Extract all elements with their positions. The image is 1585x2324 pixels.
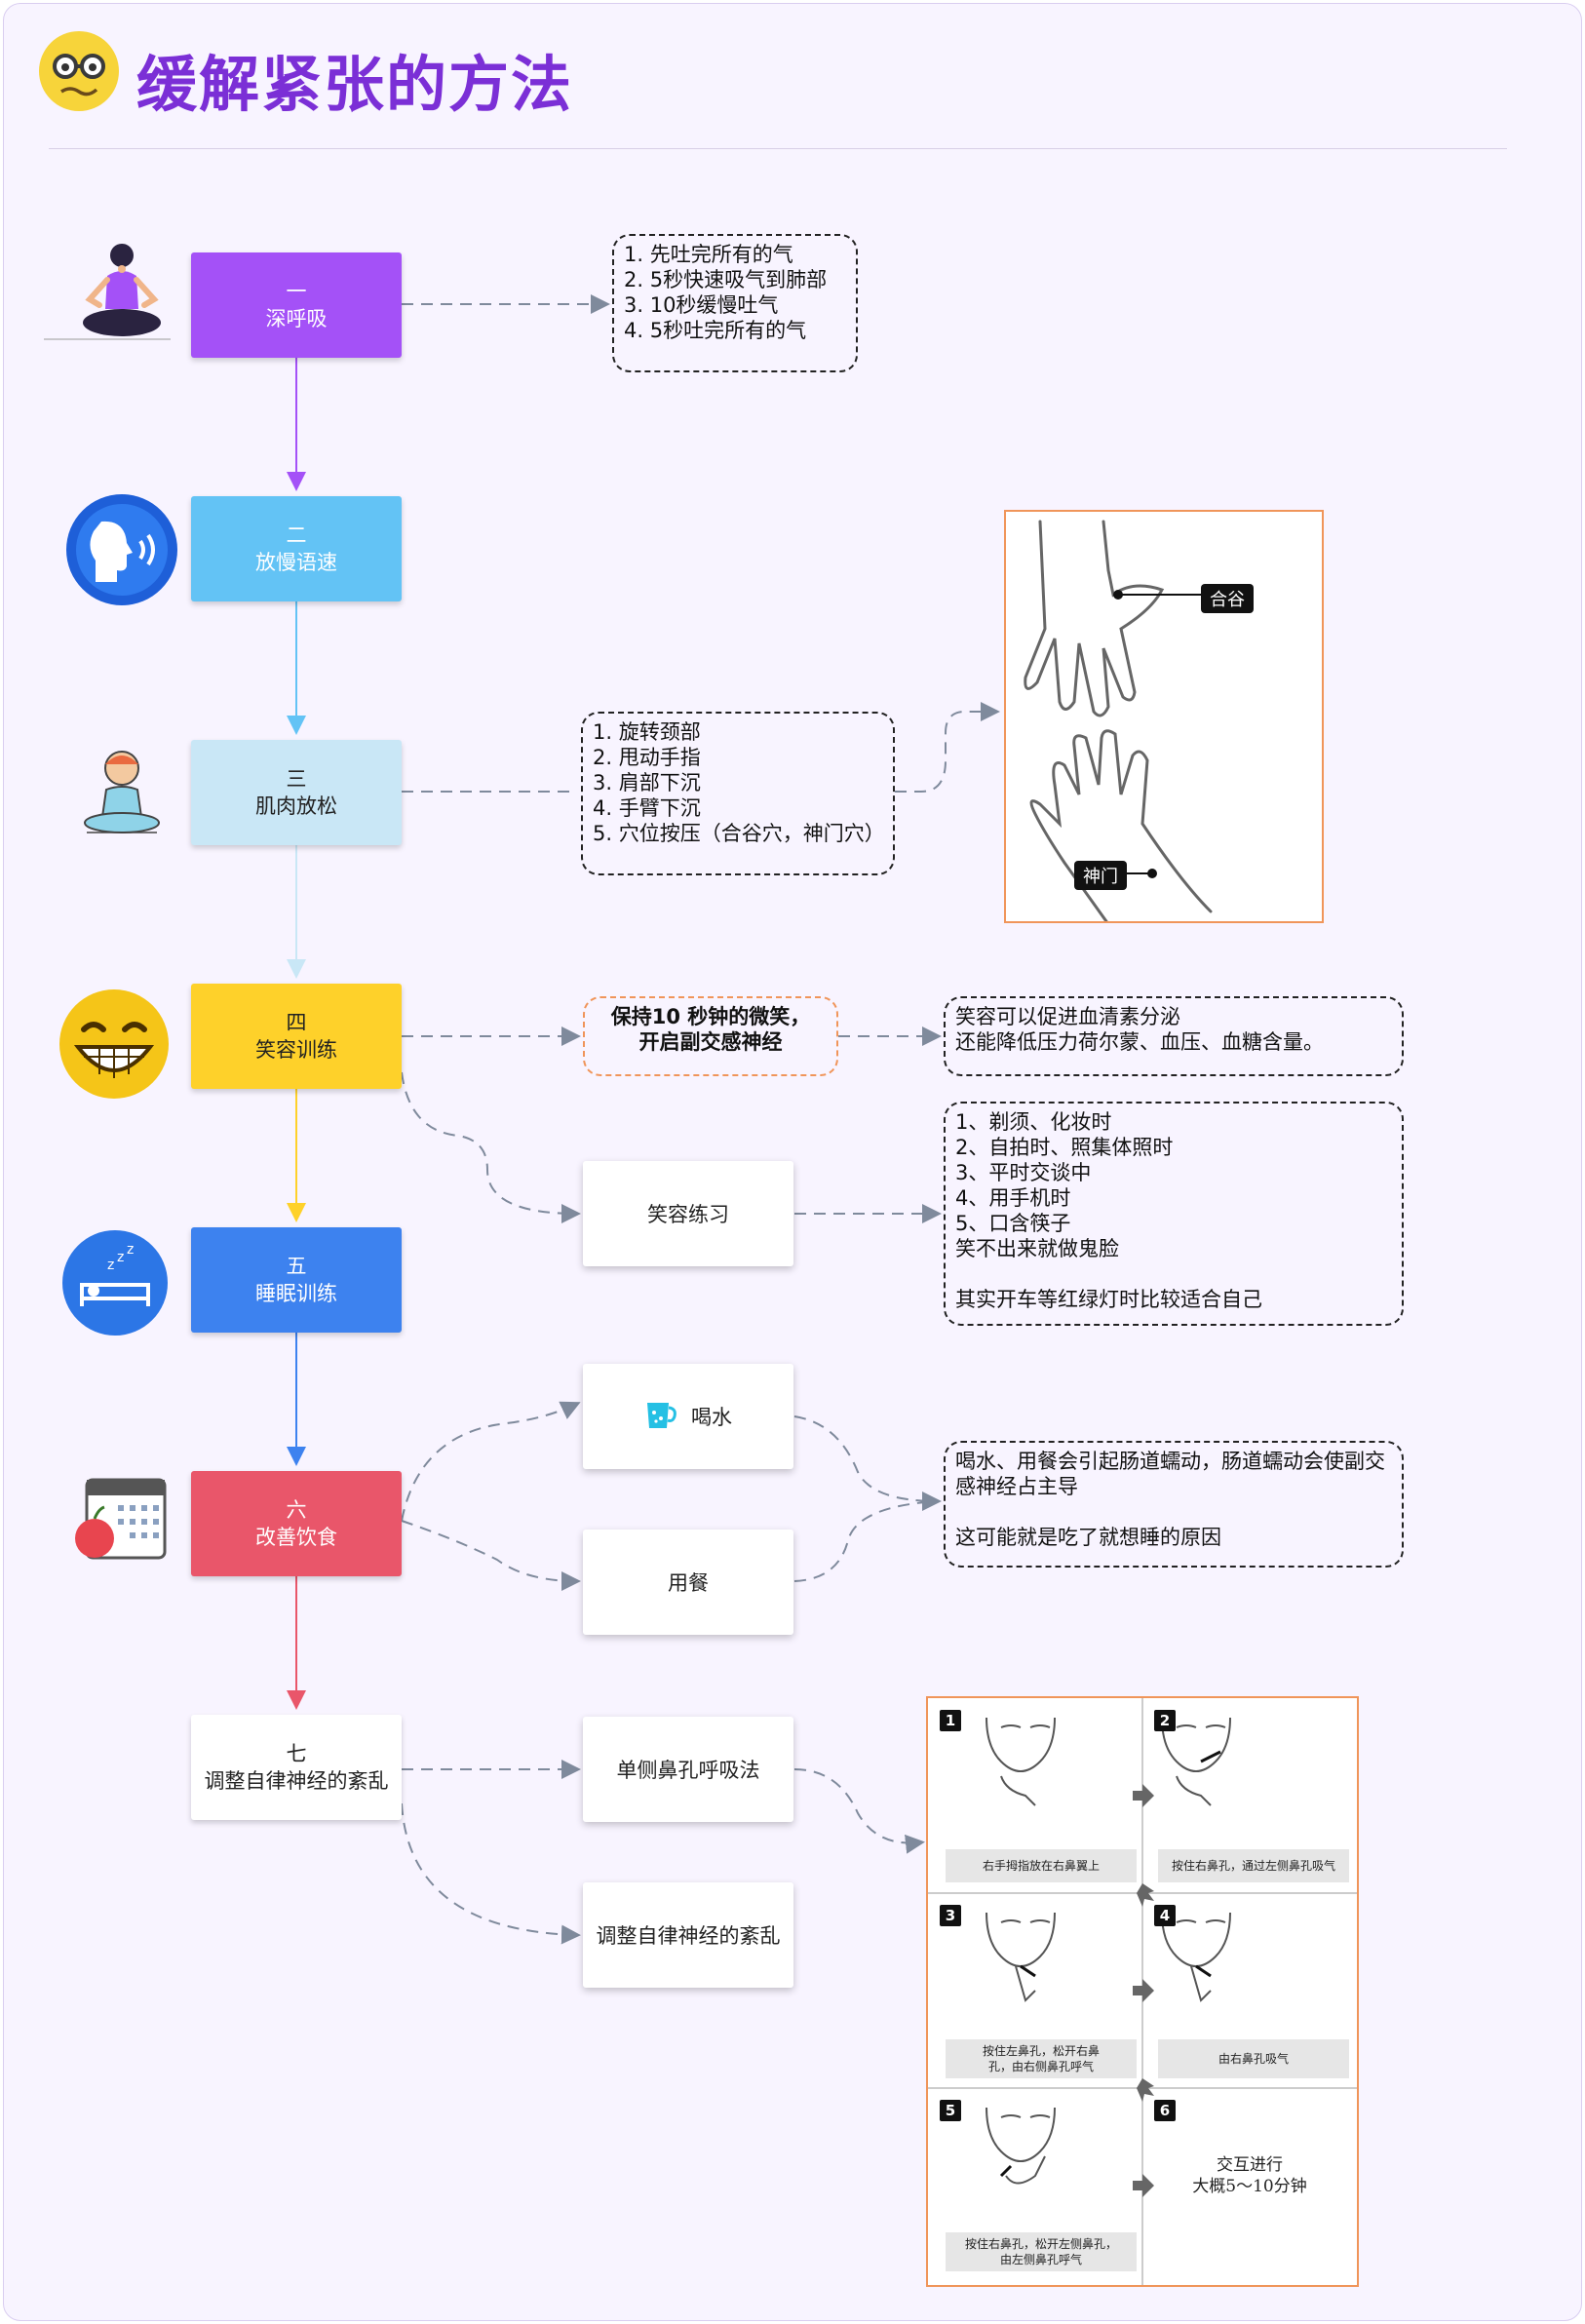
calendar-apple-icon [73,1474,171,1571]
step-number: 六 [286,1498,307,1522]
step-slow-speech[interactable]: 二 放慢语速 [191,496,402,601]
step-badge: 6 [1154,2100,1176,2121]
diet-note: 喝水、用餐会引起肠道蠕动，肠道蠕动会使副交 感神经占主导 这可能就是吃了就想睡的… [944,1441,1404,1568]
step-diet[interactable]: 六 改善饮食 [191,1471,402,1576]
step-label: 笑容训练 [255,1038,337,1062]
step-badge: 3 [940,1905,961,1926]
step-caption: 按住右鼻孔，松开左侧鼻孔，由左侧鼻孔呼气 [946,2232,1137,2271]
note-line: 3、平时交谈中 [955,1161,1092,1184]
note-line: 笑不出来就做鬼脸 [955,1237,1119,1260]
meditation-icon [78,239,166,351]
smile-practice-card[interactable]: 笑容练习 [583,1161,793,1266]
note-line: 1、剃须、化妆时 [955,1110,1112,1134]
note-line: 4、用手机时 [955,1186,1071,1210]
note-line: 1. 旋转颈部 [593,720,701,744]
note-line: 2、自拍时、照集体照时 [955,1136,1174,1159]
step-muscle-relax[interactable]: 三 肌肉放松 [191,740,402,845]
meal-card[interactable]: 用餐 [583,1530,793,1635]
svg-text:z: z [127,1242,134,1258]
step-number: 一 [286,280,307,303]
relax-person-icon [73,741,171,838]
svg-text:z: z [117,1250,124,1265]
note-line: 喝水、用餐会引起肠道蠕动，肠道蠕动会使副交 [955,1450,1385,1473]
note-line: 3. 肩部下沉 [593,771,701,794]
step-number: 五 [286,1255,307,1278]
step-number: 四 [286,1011,307,1034]
note-line: 开启副交感神经 [638,1030,783,1054]
nerd-face-icon [37,29,121,113]
speaking-icon [64,492,179,607]
water-cup-icon [644,1399,677,1435]
note-line: 4. 5秒吐完所有的气 [624,319,807,342]
step-number: 七 [286,1742,307,1765]
note-line: 笑容可以促进血清素分泌 [955,1005,1180,1028]
note-line: 5、口含筷子 [955,1212,1071,1235]
breathing-note: 1. 先吐完所有的气 2. 5秒快速吸气到肺部 3. 10秒缓慢吐气 4. 5秒… [612,234,858,372]
note-line: 2. 甩动手指 [593,746,701,769]
note-line: 2. 5秒快速吸气到肺部 [624,268,828,291]
nostril-card[interactable]: 单侧鼻孔呼吸法 [583,1717,793,1822]
note-line: 5. 穴位按压（合谷穴，神门穴） [593,822,885,845]
step-number: 二 [286,523,307,547]
step-badge: 5 [940,2100,961,2121]
svg-text:z: z [107,1258,114,1273]
note-line: 这可能就是吃了就想睡的原因 [955,1526,1221,1549]
step-caption: 由右鼻孔吸气 [1158,2039,1349,2078]
header-divider [49,148,1507,149]
step-caption: 右手拇指放在右鼻翼上 [946,1849,1137,1882]
grinning-face-icon [57,987,172,1102]
page-title: 缓解紧张的方法 [136,49,574,120]
step-label: 放慢语速 [255,551,337,574]
step-number: 三 [286,767,307,791]
autonomic-card[interactable]: 调整自律神经的紊乱 [583,1882,793,1988]
smile-practice-note: 1、剃须、化妆时 2、自拍时、照集体照时 3、平时交谈中 4、用手机时 5、口含… [944,1102,1404,1326]
smile-effect-note: 笑容可以促进血清素分泌 还能降低压力荷尔蒙、血压、血糖含量。 [944,996,1404,1076]
hegu-label: 合谷 [1201,584,1254,613]
step-label: 改善饮食 [255,1526,337,1549]
step-label: 睡眠训练 [255,1282,337,1305]
nostril-breathing-image: 1 2 3 4 5 6 右手拇指放在右鼻翼上 按住右鼻孔，通过左侧鼻孔吸气 按住… [926,1696,1359,2287]
smile-tip-note: 保持10 秒钟的微笑， 开启副交感神经 [583,996,838,1076]
step-badge: 4 [1154,1905,1176,1926]
hand-acupoint-image: 合谷 神门 [1004,510,1324,923]
note-line: 还能降低压力荷尔蒙、血压、血糖含量。 [955,1030,1324,1054]
note-line: 1. 先吐完所有的气 [624,243,793,266]
shenmen-label: 神门 [1074,861,1127,890]
step-badge: 2 [1154,1710,1176,1731]
step-autonomic[interactable]: 七 调整自律神经的紊乱 [191,1715,402,1820]
water-label: 喝水 [691,1406,732,1429]
step-caption: 按住右鼻孔，通过左侧鼻孔吸气 [1158,1849,1349,1882]
note-line: 其实开车等红绿灯时比较适合自己 [955,1288,1262,1311]
step-badge: 1 [940,1710,961,1731]
step-label: 深呼吸 [265,307,328,330]
note-line: 保持10 秒钟的微笑， [610,1005,811,1028]
step-caption: 按住左鼻孔，松开右鼻孔，由右侧鼻孔呼气 [946,2039,1137,2078]
water-card[interactable]: 喝水 [583,1364,793,1469]
step-caption-final: 交互进行 大概5～10分钟 [1192,2155,1307,2196]
note-line: 4. 手臂下沉 [593,796,701,820]
note-line: 感神经占主导 [955,1475,1078,1498]
muscle-note: 1. 旋转颈部 2. 甩动手指 3. 肩部下沉 4. 手臂下沉 5. 穴位按压（… [581,712,895,875]
step-smile-training[interactable]: 四 笑容训练 [191,984,402,1089]
note-line: 3. 10秒缓慢吐气 [624,293,779,317]
note-line [955,1499,1392,1525]
step-deep-breathing[interactable]: 一 深呼吸 [191,252,402,358]
step-sleep-training[interactable]: 五 睡眠训练 [191,1227,402,1333]
note-line [955,1261,1392,1287]
sleep-icon: z z z [60,1228,170,1337]
step-label: 调整自律神经的紊乱 [204,1769,389,1793]
step-label: 肌肉放松 [255,794,337,818]
